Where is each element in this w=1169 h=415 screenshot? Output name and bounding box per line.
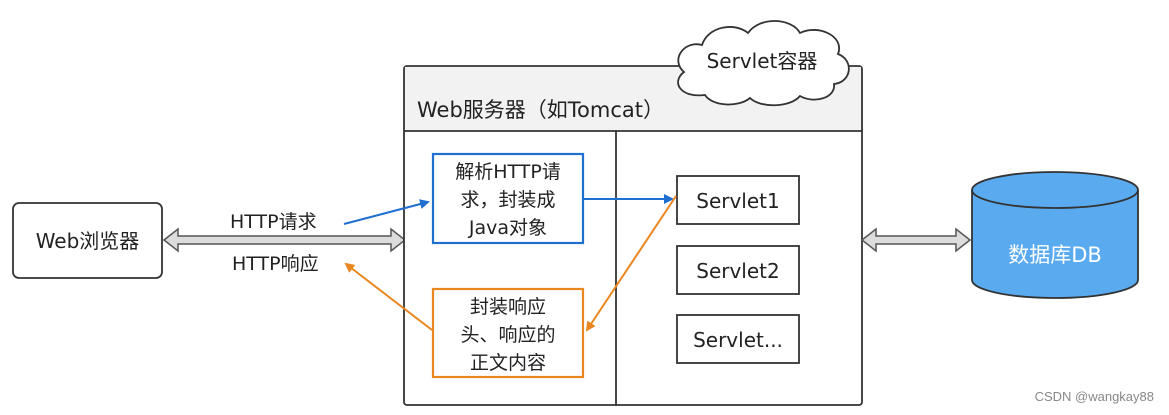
pack-response-node: 封装响应 头、响应的 正文内容 bbox=[431, 287, 585, 379]
http-request-label: HTTP请求 bbox=[230, 211, 317, 233]
servlet-n-node: Servlet... bbox=[676, 314, 800, 364]
servlet-to-pack-arrow bbox=[585, 195, 677, 332]
pack-line-2: 头、响应的 bbox=[460, 324, 555, 346]
parse-line-3: Java对象 bbox=[468, 217, 547, 239]
pack-line-3: 正文内容 bbox=[470, 352, 546, 374]
servlet-container-label: Servlet容器 bbox=[707, 49, 818, 73]
servlet-1-label: Servlet1 bbox=[696, 189, 780, 213]
http-response-label: HTTP响应 bbox=[232, 253, 319, 275]
parse-line-2: 求，封装成 bbox=[460, 189, 555, 211]
pack-to-response-arrow bbox=[344, 262, 433, 331]
servlet-2-label: Servlet2 bbox=[696, 259, 780, 283]
servlet-1-node: Servlet1 bbox=[676, 175, 800, 225]
servlet-2-node: Servlet2 bbox=[676, 245, 800, 295]
database-label: 数据库DB bbox=[1008, 243, 1102, 267]
server-db-double-arrow bbox=[860, 227, 972, 253]
request-to-parse-arrow bbox=[343, 199, 430, 225]
pack-line-1: 封装响应 bbox=[470, 296, 546, 318]
servlet-container-cloud: Servlet容器 bbox=[677, 20, 850, 107]
servlet-n-label: Servlet... bbox=[693, 328, 783, 352]
parse-request-node: 解析HTTP请 求，封装成 Java对象 bbox=[431, 152, 585, 245]
web-browser-node: Web浏览器 bbox=[12, 202, 163, 279]
parse-line-1: 解析HTTP请 bbox=[455, 161, 561, 183]
web-server-title: Web服务器（如Tomcat） bbox=[417, 98, 664, 122]
database-node: 数据库DB bbox=[971, 171, 1139, 299]
web-browser-label: Web浏览器 bbox=[36, 229, 140, 253]
watermark: CSDN @wangkay88 bbox=[1035, 389, 1154, 404]
